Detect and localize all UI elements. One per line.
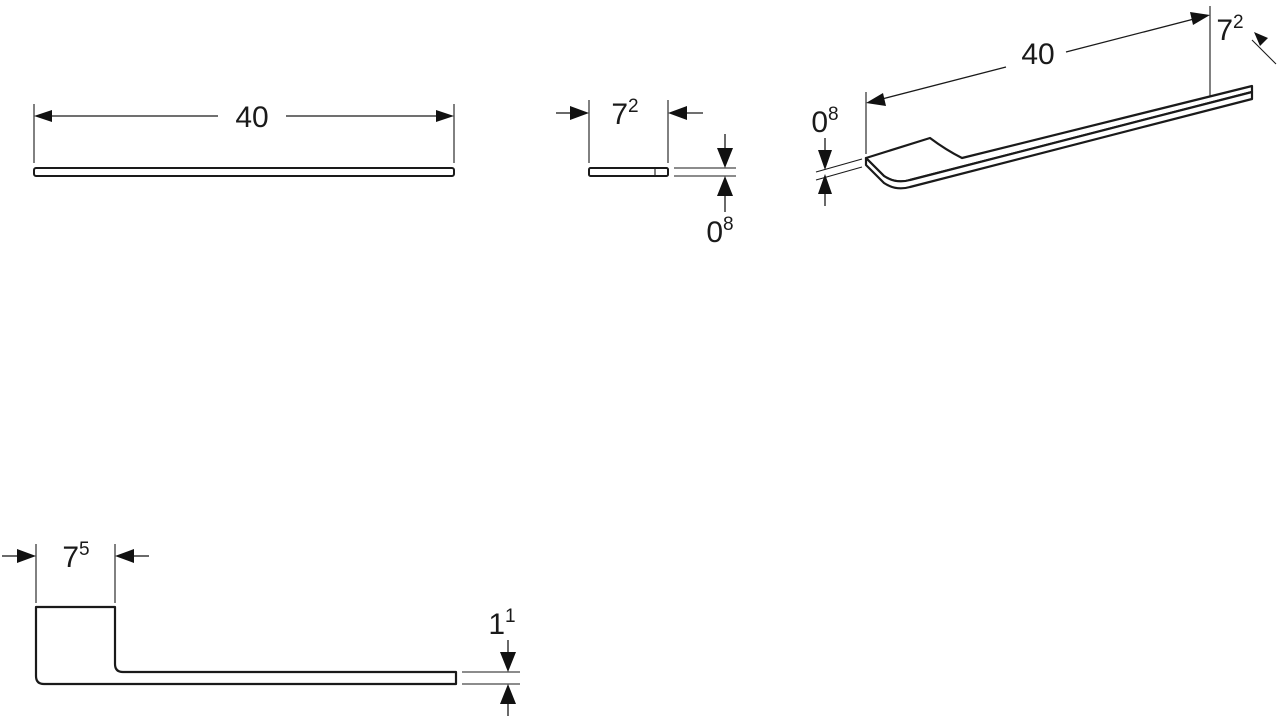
side-thickness-arrow-bottom <box>717 176 733 196</box>
iso-thickness-arrow-top <box>818 150 832 170</box>
profile-thickness-label: 11 <box>488 606 515 641</box>
side-view-bar <box>588 167 669 177</box>
iso-depth-extension <box>1251 39 1277 65</box>
iso-length-dimension-line-left <box>881 66 1007 100</box>
side-thickness-arrow-top <box>717 148 733 168</box>
profile-thickness-arrow-bottom <box>500 684 516 704</box>
isometric-front-edge <box>864 90 1254 190</box>
side-view: 72 08 <box>556 96 736 249</box>
iso-depth-arrow <box>1254 32 1268 46</box>
side-depth-label: 72 <box>611 96 638 131</box>
front-view: 40 <box>33 101 455 177</box>
isometric-top-face <box>864 84 1254 183</box>
iso-length-dimension-line-right <box>1065 18 1195 53</box>
iso-thickness-arrow-bottom <box>818 174 832 194</box>
iso-depth-label: 72 <box>1216 12 1243 47</box>
iso-length-label: 40 <box>1021 38 1054 71</box>
profile-view-shape <box>34 605 458 686</box>
side-depth-arrow-left <box>570 106 589 120</box>
side-thickness-label: 08 <box>706 214 733 249</box>
front-width-label: 40 <box>235 101 268 134</box>
iso-length-arrow-left <box>866 93 886 106</box>
iso-length-arrow-right <box>1190 12 1210 25</box>
iso-thickness-extension-top <box>815 158 863 173</box>
iso-thickness-label: 08 <box>811 104 838 139</box>
front-width-arrow-left <box>34 110 52 122</box>
front-view-bar <box>33 167 455 177</box>
profile-thickness-arrow-top <box>500 652 516 672</box>
iso-thickness-extension-bottom <box>815 166 863 181</box>
profile-depth-arrow-right <box>115 549 134 563</box>
profile-depth-label: 75 <box>62 539 89 574</box>
profile-depth-arrow-left <box>17 549 36 563</box>
front-width-arrow-right <box>436 110 454 122</box>
side-depth-arrow-right <box>668 106 687 120</box>
isometric-view: 40 72 08 <box>811 6 1277 206</box>
profile-view: 75 11 <box>2 539 520 716</box>
